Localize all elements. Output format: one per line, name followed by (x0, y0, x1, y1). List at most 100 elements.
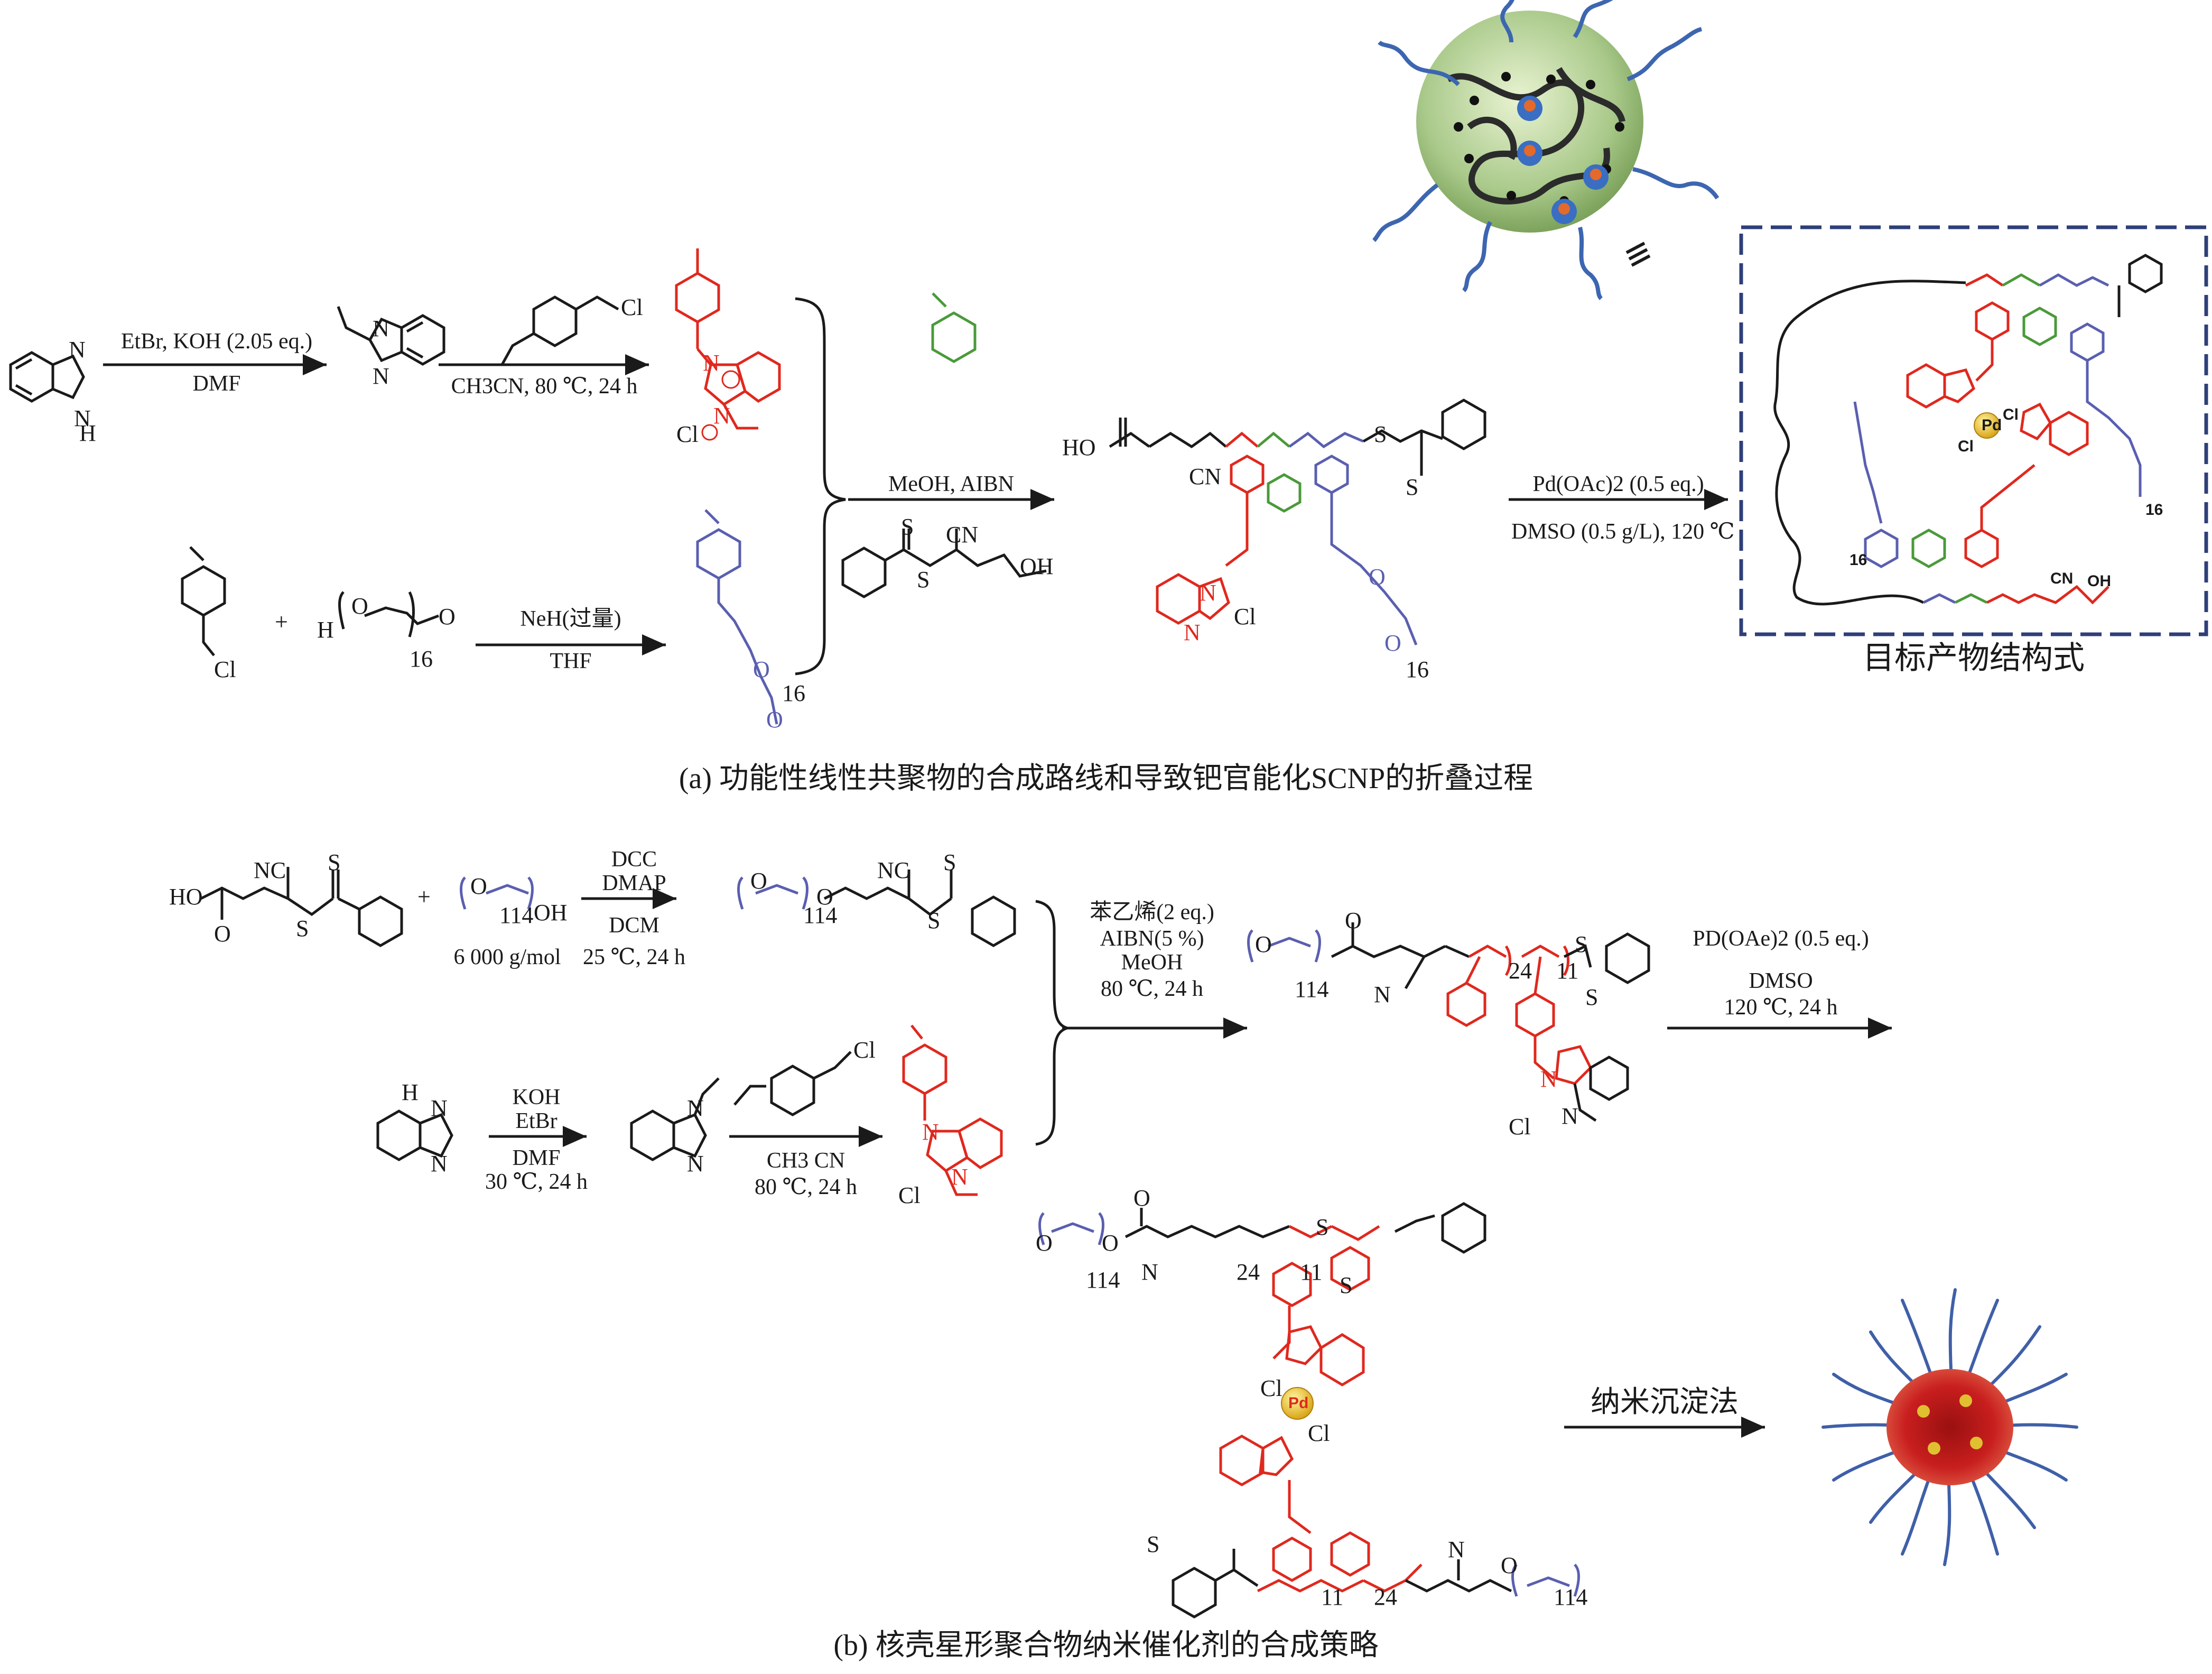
benzimidazole-b-structure (376, 1109, 453, 1161)
atom-s-label: S (296, 915, 309, 941)
imidazolium-monomer-b-structure (902, 1024, 1003, 1196)
palladium-center-icon (1974, 412, 2000, 439)
peg-oh-structure (460, 876, 534, 910)
peg-repeat-label: 16 (1406, 656, 1429, 682)
peg-repeat-label: 114 (803, 902, 838, 928)
cyano-label: CN (1189, 464, 1222, 489)
target-structure-box (1739, 225, 2208, 636)
atom-s-label: S (927, 908, 941, 933)
step-a3-reagent: NeH(过量) (520, 607, 621, 631)
ethyl-benzimidazole-b-structure (630, 1077, 720, 1161)
raft-agent-structure (841, 529, 1047, 598)
atom-n-label: N (1540, 1066, 1557, 1092)
step-a3-solvent: THF (550, 649, 592, 673)
atom-cl-label: Cl (1509, 1114, 1531, 1140)
atom-n-label: N (1200, 580, 1216, 606)
atom-n-label: N (431, 1095, 448, 1121)
step-b3-solvent: DMSO (1749, 969, 1813, 993)
atom-n-label: N (922, 1119, 939, 1145)
nanoprecipitation-label: 纳米沉淀法 (1591, 1386, 1739, 1419)
atom-o-label: O (1036, 1230, 1053, 1256)
atom-o-label: O (214, 921, 231, 947)
step-b1-reagent2: DMAP (602, 871, 666, 895)
atom-s-label: S (328, 849, 341, 875)
vinylbenzyl-chloride-structure (500, 295, 619, 366)
atom-n-label: N (1184, 619, 1201, 645)
step-b4-solvent: DMF (512, 1146, 561, 1170)
plus-sign: + (275, 609, 288, 635)
atom-o-label: O (1133, 1185, 1150, 1211)
peg-repeat-label: 114 (1295, 976, 1329, 1002)
atom-n-label: N (951, 1164, 968, 1190)
step-b1-conditions: 25 ℃, 24 h (583, 945, 685, 969)
peg-repeat-label: 16 (1849, 551, 1867, 569)
atom-cl-label: Cl (898, 1182, 921, 1208)
step-b1-solvent: DCM (609, 913, 659, 938)
atom-n-label: N (687, 1095, 704, 1121)
peg-repeat-label: 16 (410, 646, 433, 672)
cyano-label: CN (946, 522, 979, 548)
atom-s-label: S (1406, 474, 1419, 500)
atom-n-label: N (687, 1151, 704, 1177)
atom-o-label: O (1255, 931, 1272, 957)
atom-n-label: N (373, 316, 389, 341)
atom-s-label: S (1585, 984, 1598, 1010)
atom-o-label: O (1369, 564, 1386, 590)
atom-s-label: S (901, 514, 914, 540)
step-b4-base: KOH (512, 1085, 561, 1109)
atom-cl-label: Cl (676, 421, 699, 447)
atom-cl-label: Cl (1260, 1375, 1282, 1401)
caption-a: (a) 功能性线性共聚物的合成路线和导致钯官能化SCNP的折叠过程 (679, 762, 1533, 795)
atom-o-label: O (1384, 630, 1401, 656)
atom-n-label: N (1562, 1103, 1578, 1129)
atom-s-label: S (1575, 931, 1588, 957)
pd-complex-b (1038, 1202, 1580, 1618)
step-b2-solvent: MeOH (1121, 950, 1183, 975)
atom-s-label: S (1147, 1531, 1160, 1557)
atom-cl-label: Cl (2003, 406, 2019, 423)
atom-o-label: O (439, 604, 456, 630)
peg-repeat-label: 114 (1086, 1267, 1120, 1293)
atom-cl-label: Cl (853, 1037, 876, 1063)
atom-h-label: H (402, 1079, 419, 1105)
atom-n-label: N (703, 350, 720, 376)
raft-acid-structure (200, 867, 403, 947)
linear-copolymer-a (1109, 399, 1486, 645)
styrene-structure (931, 292, 977, 363)
atom-s-label: S (943, 849, 956, 875)
atom-cl-label: Cl (1234, 604, 1256, 630)
step-a4-catalyst: Pd(OAc)2 (0.5 eq.) (1532, 472, 1704, 496)
ethyl-benzimidazole-structure (337, 306, 445, 366)
atom-h-label: H (79, 420, 96, 446)
atom-n-label: N (74, 405, 91, 431)
nitrile-nc-label: NC (254, 857, 286, 883)
step-b4-alkylating: EtBr (515, 1109, 557, 1133)
atom-n-label: N (1141, 1259, 1158, 1285)
block-length-imidazolium: 11 (1300, 1259, 1323, 1285)
peg-repeat-label: 16 (2145, 501, 2163, 519)
step-a1-solvent: DMF (192, 372, 241, 396)
hydroxyl-label: OH (1020, 553, 1054, 579)
step-b5-conditions: 80 ℃, 24 h (755, 1175, 857, 1199)
atom-cl-label: Cl (1308, 1420, 1330, 1446)
step-a2-conditions: CH3CN, 80 ℃, 24 h (451, 374, 638, 399)
atom-n-label: N (1374, 982, 1391, 1007)
minus-charge-icon (701, 424, 718, 441)
peg-macro-raft-structure (737, 870, 1016, 947)
hydroxyl-label: OH (2087, 572, 2111, 590)
peg-repeat-label: 114 (499, 902, 534, 928)
step-b3-conditions: 120 ℃, 24 h (1724, 995, 1838, 1020)
peg-monomer-structure (696, 509, 778, 725)
peg-repeat-label: 114 (1554, 1584, 1588, 1610)
bracket-a (795, 297, 846, 676)
plus-charge-icon (721, 370, 740, 389)
pd-atom-label: Pd (1982, 417, 2002, 434)
step-a1-conditions: EtBr, KOH (2.05 eq.) (120, 329, 313, 354)
block-copolymer-b (1247, 922, 1650, 1122)
atom-o-label: O (1501, 1552, 1518, 1578)
plus-sign: + (417, 884, 431, 910)
step-b1-reagent1: DCC (611, 847, 657, 872)
atom-o-label: O (1345, 908, 1362, 933)
step-b2-monomer: 苯乙烯(2 eq.) (1090, 900, 1214, 924)
